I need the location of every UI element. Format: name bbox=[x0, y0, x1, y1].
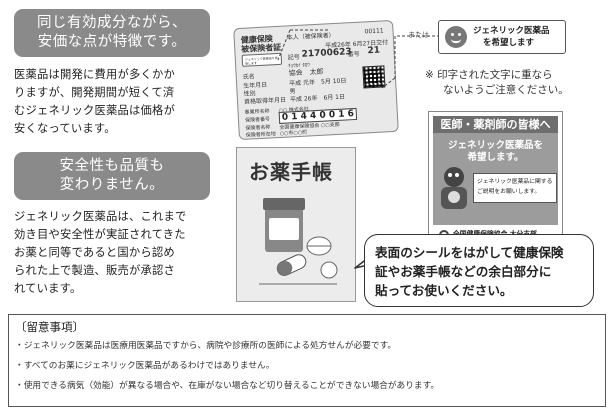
notebook-title: お薬手帳 bbox=[249, 160, 333, 184]
sticker-smiley-icon bbox=[445, 26, 467, 48]
banner-safety: 安全性も品質も 変わりません。 bbox=[14, 152, 210, 200]
usage-speech-bubble: 表面のシールをはがして健康保険 証やお薬手帳などの余白部分に 貼ってお使いくださ… bbox=[364, 234, 594, 307]
doctor-card-header: 医師・薬剤師の皆様へ bbox=[433, 116, 558, 133]
text-safety-line: られた上で製造、販売が承認さ bbox=[14, 264, 175, 277]
text-safety-line: ジェネリック医薬品は、これまで bbox=[14, 210, 187, 223]
text-safety-line: お薬と同等であると国から認め bbox=[14, 246, 175, 259]
or-label: または bbox=[408, 31, 429, 39]
text-cheaper-line: りますが、開発期間が短くて済 bbox=[14, 86, 175, 99]
banner-safety-line1: 安全性も品質も bbox=[59, 158, 165, 174]
notes-title: 〔留意事項〕 bbox=[15, 320, 84, 334]
print-note-line: ※ 印字された文字に重なら bbox=[425, 69, 553, 81]
text-safety-line: 効き目や安全性が実証されてきた bbox=[14, 228, 186, 241]
doctor-headline2: 希望します。 bbox=[467, 152, 524, 163]
notes-box: 〔留意事項〕 ・ジェネリック医薬品は医療用医薬品ですから、病院や診療所の医師によ… bbox=[8, 314, 606, 407]
banner-cheaper-line2: 安価な点が特徴です。 bbox=[37, 34, 187, 50]
print-note-line: ないようご注意ください。 bbox=[443, 84, 569, 96]
generic-sticker: ジェネリック医薬品 を希望します bbox=[438, 20, 566, 54]
text-cheaper-line: 安くなっています。 bbox=[14, 122, 116, 135]
doctor-headline1: ジェネリック医薬品を bbox=[447, 140, 543, 151]
mascot-icon bbox=[441, 167, 467, 211]
text-safety-line: れています。 bbox=[14, 282, 82, 295]
banner-cheaper: 同じ有効成分ながら、 安価な点が特徴です。 bbox=[14, 9, 210, 57]
notes-item: ・すべてのお薬にジェネリック医薬品があるわけではありません。 bbox=[15, 361, 275, 371]
doctor-consult-line1: ジェネリック医薬品に関する bbox=[477, 179, 553, 185]
text-safety: ジェネリック医薬品は、これまで 効き目や安全性が実証されてきた お薬と同等である… bbox=[14, 208, 219, 298]
banner-safety-line2: 変わりません。 bbox=[59, 177, 165, 193]
medicine-illustration bbox=[259, 198, 338, 285]
text-cheaper: 医薬品は開発に費用が多くかか りますが、開発期間が短くて済 むジェネリック医薬品… bbox=[14, 66, 214, 138]
sticker-line2: を希望します bbox=[483, 38, 535, 48]
notes-item: ・ジェネリック医薬品は医療用医薬品ですから、病院や診療所の医師による処方せんが必… bbox=[15, 341, 397, 351]
print-note: ※ 印字された文字に重なら ないようご注意ください。 bbox=[425, 68, 605, 98]
doctor-consult-line2: ご説明をお願いします。 bbox=[477, 189, 541, 195]
notes-item: ・使用できる病気（効能）が異なる場合や、在庫がない場合など切り替えることができな… bbox=[15, 381, 440, 391]
bubble-line: 貼ってお使いください。 bbox=[375, 283, 513, 298]
banner-cheaper-line1: 同じ有効成分ながら、 bbox=[37, 15, 187, 31]
doctor-request-card: 医師・薬剤師の皆様へ ジェネリック医薬品を 希望します。 ジェネリック医薬品に関… bbox=[428, 111, 563, 248]
medicine-notebook: お薬手帳 bbox=[236, 147, 356, 302]
bubble-line: 証やお薬手帳などの余白部分に bbox=[375, 264, 552, 279]
sticker-line1: ジェネリック医薬品 bbox=[473, 26, 550, 36]
text-cheaper-line: 医薬品は開発に費用が多くかか bbox=[14, 68, 175, 81]
text-cheaper-line: むジェネリック医薬品は価格が bbox=[14, 104, 175, 117]
bubble-line: 表面のシールをはがして健康保険 bbox=[375, 245, 564, 260]
